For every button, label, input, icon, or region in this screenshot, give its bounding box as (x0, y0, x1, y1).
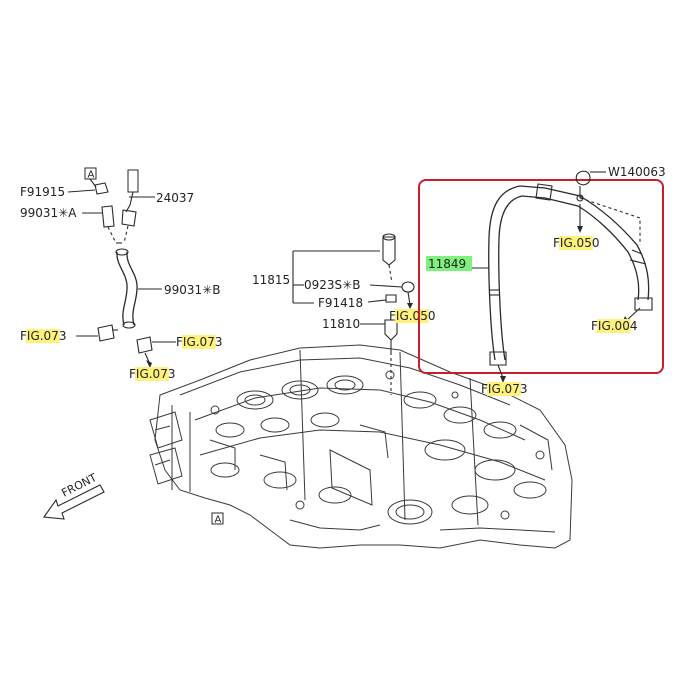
fig-ref-highlight (25, 329, 60, 343)
fig-ref-050-left: FIG.050 (389, 309, 435, 323)
part-label-0923sb: 0923S✳B (304, 278, 360, 292)
part-label-f91418: F91418 (318, 296, 363, 310)
engine-block (149, 344, 573, 549)
fig-ref-050-right: FIG.050 (553, 236, 599, 250)
part-label-w140063: W140063 (608, 165, 666, 179)
part-label-99031a: 99031✳A (20, 206, 77, 220)
fig-ref-highlight (486, 382, 521, 396)
fig-ref-073-right: FIG.073 (481, 382, 527, 396)
part-label-24037: 24037 (156, 191, 194, 205)
fig-ref-004: FIG.004 (591, 319, 637, 333)
view-marker-a-bottom: A (215, 515, 222, 526)
part-label-99031b: 99031✳B (164, 283, 220, 297)
fig-ref-highlight (134, 367, 169, 381)
fig-ref-highlight (181, 335, 216, 349)
view-marker-a-top: A (88, 170, 95, 181)
part-highlight-11849 (426, 256, 472, 271)
part-label-11810: 11810 (322, 317, 360, 331)
center-sensor-group: 11815 0923S✳B F91418 11810 FIG.050 (252, 233, 435, 395)
fig-ref-073-left: FIG.073 (20, 329, 66, 343)
fig-ref-073-low: FIG.073 (129, 367, 175, 381)
fig-ref-highlight (596, 319, 631, 333)
fig-ref-highlight (394, 309, 429, 323)
left-hose-assembly: A F91915 99031✳A 24037 99031✳B FIG.073 F… (20, 167, 222, 381)
front-direction: FRONT (43, 471, 105, 520)
part-label-11849: 11849 (428, 257, 466, 271)
part-label-f91915: F91915 (20, 185, 65, 199)
pcv-hose-assembly: W140063 FIG.050 11849 FIG.004 FIG.073 (426, 165, 666, 396)
fig-ref-073-mid: FIG.073 (176, 335, 222, 349)
callout-frame (418, 179, 664, 374)
fig-ref-highlight (558, 236, 593, 250)
part-label-11815: 11815 (252, 273, 290, 287)
